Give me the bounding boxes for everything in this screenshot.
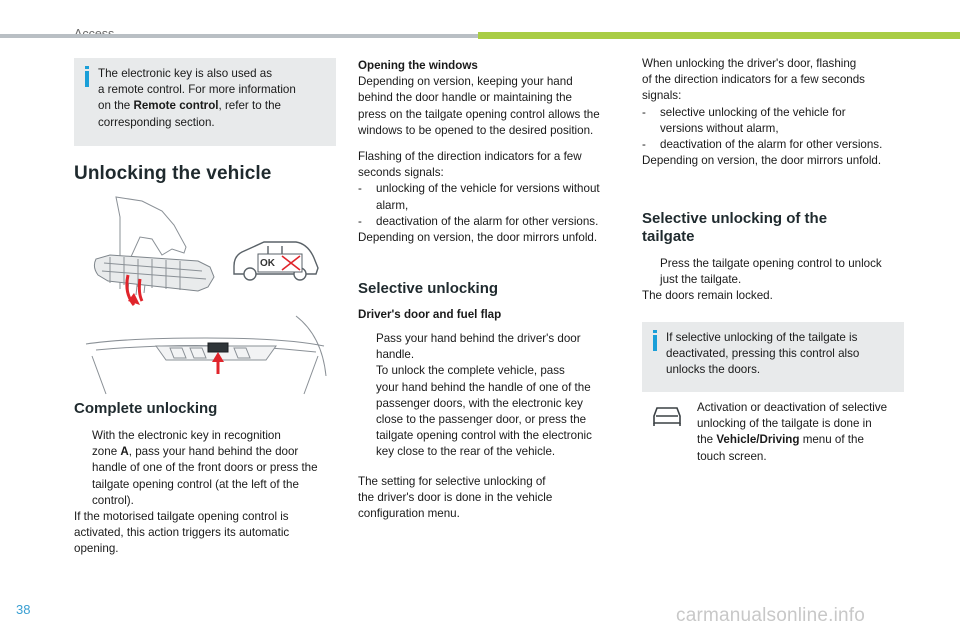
note-line: a remote control. For more information bbox=[98, 83, 296, 97]
info-icon bbox=[652, 330, 658, 352]
heading-selective-tailgate: Selective unlocking of the tailgate bbox=[642, 210, 828, 245]
info-icon bbox=[84, 66, 90, 88]
door-handle-illustration bbox=[93, 196, 215, 306]
vehicle-driving-menu-text: Vehicle/Driving bbox=[716, 433, 800, 447]
flashing-indicators-section: Flashing of the direction indicators for… bbox=[358, 150, 600, 245]
bullet-arrow-icon bbox=[74, 428, 92, 444]
bullet-arrow-icon bbox=[358, 331, 376, 347]
tailgate-activation-note: Activation or deactivation of selective … bbox=[697, 401, 888, 463]
tailgate-instructions: Press the tailgate opening control to un… bbox=[642, 256, 882, 303]
header-rule-grey bbox=[0, 34, 478, 38]
selective-setting-note: The setting for selective unlocking of t… bbox=[358, 475, 553, 521]
ok-label: OK bbox=[260, 258, 275, 269]
drivers-door-flashing-section: When unlocking the driver's door, flashi… bbox=[642, 57, 883, 168]
car-front-icon bbox=[653, 407, 681, 426]
info-note-tailgate: If selective unlocking of the tailgate i… bbox=[642, 322, 904, 392]
remote-control-link-text: Remote control bbox=[133, 99, 219, 113]
watermark-text: carmanualsonline.info bbox=[676, 605, 866, 626]
info-note-remote-control: The electronic key is also used as a rem… bbox=[74, 58, 336, 146]
header-rule-green bbox=[478, 32, 960, 39]
bullet-arrow-icon bbox=[358, 363, 376, 379]
selective-unlocking-instructions: Pass your hand behind the driver's door … bbox=[358, 331, 624, 461]
note-line: on the Remote control, refer to the bbox=[98, 99, 282, 113]
note-line: The electronic key is also used as bbox=[98, 67, 272, 80]
page-number: 38 bbox=[16, 602, 31, 617]
opening-windows-section: Opening the windows Depending on version… bbox=[358, 58, 624, 139]
note-line: corresponding section. bbox=[98, 115, 215, 129]
heading-selective-unlocking: Selective unlocking bbox=[358, 280, 499, 297]
complete-unlocking-instruction: With the electronic key in recognition z… bbox=[74, 428, 318, 556]
tailgate-control-illustration bbox=[85, 315, 327, 395]
bullet-arrow-icon bbox=[642, 256, 660, 272]
heading-complete-unlocking: Complete unlocking bbox=[74, 400, 218, 417]
car-side-icon bbox=[233, 241, 319, 281]
heading-unlocking-vehicle: Unlocking the vehicle bbox=[74, 163, 272, 184]
heading-drivers-door: Driver's door and fuel flap bbox=[358, 308, 502, 321]
heading-opening-windows: Opening the windows bbox=[358, 59, 478, 72]
